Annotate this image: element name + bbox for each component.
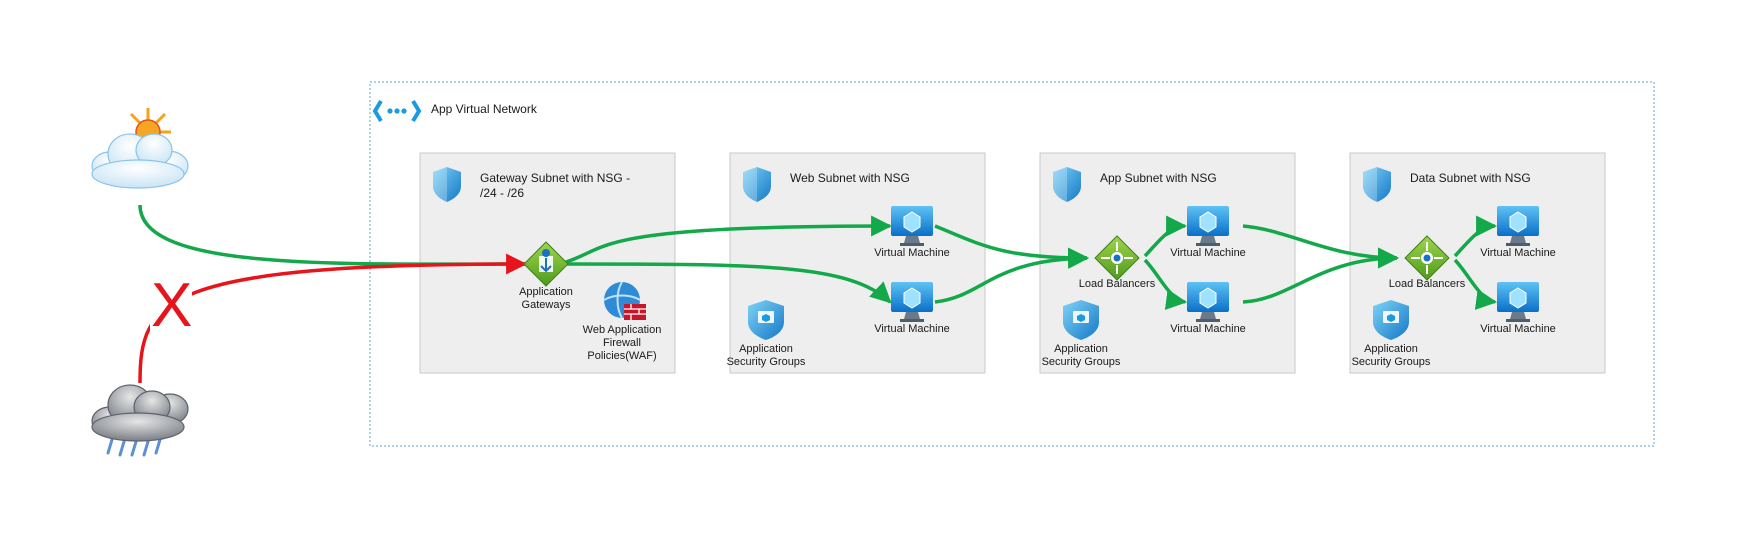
flow-blocked-attack	[138, 253, 528, 384]
flow-gateway-to-web-vm2	[565, 262, 892, 304]
blocked-x-mark: X	[151, 271, 192, 340]
application-security-group-icon	[1373, 300, 1409, 340]
web-asg-label-1: Application	[739, 343, 793, 355]
vnet-icon	[372, 99, 422, 123]
virtual-machine-icon	[891, 206, 933, 246]
flow-gateway-to-web-vm1	[565, 215, 893, 264]
app-vm2-label: Virtual Machine	[1170, 323, 1246, 335]
flow-app-vm1-to-lb	[1242, 224, 1400, 269]
app-asg-label-2: Security Groups	[1042, 356, 1121, 368]
shield-icon	[433, 167, 461, 202]
sunny-cloud-icon	[91, 108, 189, 189]
virtual-machine-icon	[1187, 282, 1229, 322]
virtual-machine-icon	[1187, 206, 1229, 246]
data-asg-label-1: Application	[1364, 343, 1418, 355]
shield-icon	[743, 167, 771, 202]
subnet-app-title: App Subnet with NSG	[1100, 171, 1217, 185]
application-security-group-icon	[1063, 300, 1099, 340]
subnet-web-title: Web Subnet with NSG	[790, 171, 910, 185]
virtual-machine-icon	[891, 282, 933, 322]
data-vm1-label: Virtual Machine	[1480, 247, 1556, 259]
shield-icon	[1363, 167, 1391, 202]
application-security-group-icon	[748, 300, 784, 340]
web-application-firewall-icon	[603, 281, 646, 320]
subnet-data-title: Data Subnet with NSG	[1410, 171, 1531, 185]
app-lb-label: Load Balancers	[1079, 278, 1156, 290]
flow-lb-to-data-vm2	[1453, 258, 1498, 310]
vnet-title: App Virtual Network	[431, 102, 538, 116]
waf-label-3: Policies(WAF)	[587, 350, 656, 362]
virtual-machine-icon	[1497, 282, 1539, 322]
app-asg-label-1: Application	[1054, 343, 1108, 355]
flow-lb-to-app-vm2	[1143, 258, 1188, 310]
data-lb-label: Load Balancers	[1389, 278, 1466, 290]
flow-lb-to-data-vm1	[1453, 215, 1498, 258]
application-gateway-icon	[523, 241, 569, 287]
flow-web-vm1-to-lb	[934, 224, 1090, 269]
flow-web-vm2-to-lb	[934, 247, 1090, 304]
application-gateway-label-2: Gateways	[522, 299, 571, 311]
virtual-machine-icon	[1497, 206, 1539, 246]
application-gateway-label: Application	[519, 286, 573, 298]
data-vm2-label: Virtual Machine	[1480, 323, 1556, 335]
web-vm2-label: Virtual Machine	[874, 323, 950, 335]
data-asg-label-2: Security Groups	[1352, 356, 1431, 368]
waf-label-1: Web Application	[583, 324, 662, 336]
flow-lb-to-app-vm1	[1143, 215, 1188, 258]
load-balancer-icon	[1094, 235, 1140, 281]
web-vm1-label: Virtual Machine	[874, 247, 950, 259]
subnet-gateway-title-line1: Gateway Subnet with NSG -	[480, 171, 630, 185]
web-asg-label-2: Security Groups	[727, 356, 806, 368]
storm-cloud-icon	[91, 384, 189, 457]
subnet-gateway-title-line2: /24 - /26	[480, 186, 524, 200]
load-balancer-icon	[1404, 235, 1450, 281]
shield-icon	[1053, 167, 1081, 202]
flow-app-vm2-to-lb	[1242, 247, 1400, 304]
waf-label-2: Firewall	[603, 337, 641, 349]
app-vm1-label: Virtual Machine	[1170, 247, 1246, 259]
